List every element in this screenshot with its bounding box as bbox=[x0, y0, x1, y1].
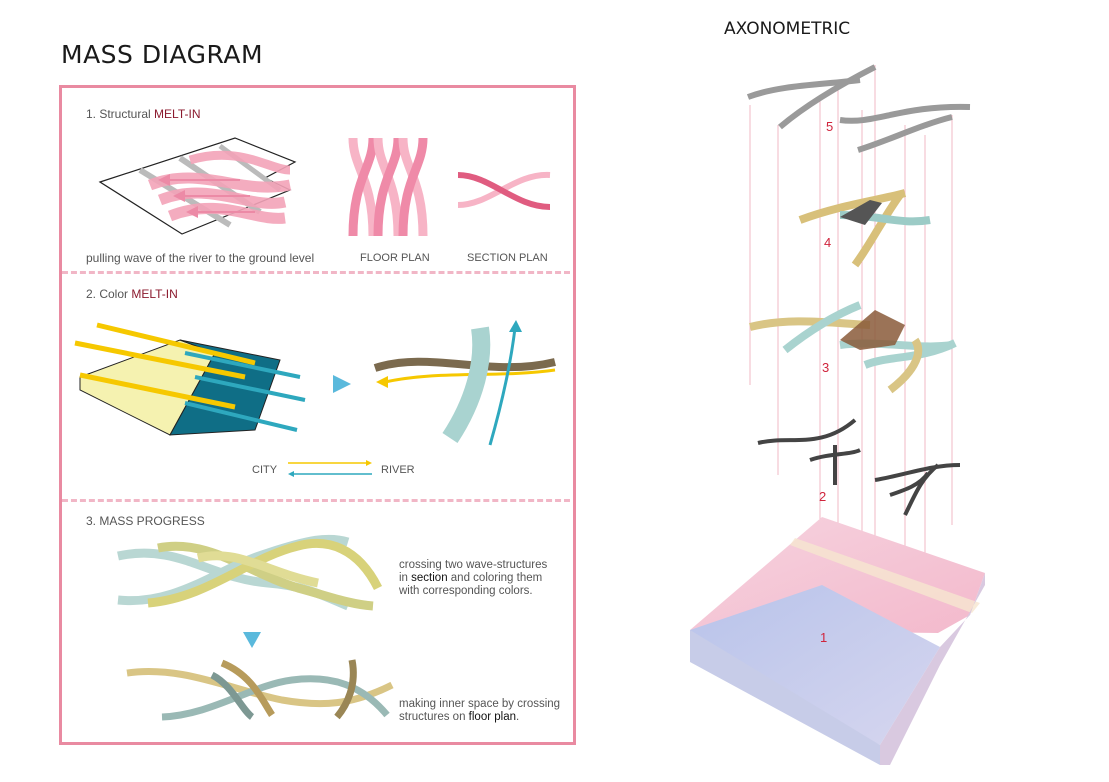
mass-progress-inner-space bbox=[126, 659, 394, 721]
legend-arrows bbox=[288, 460, 372, 477]
mass-progress-note-2: making inner space by crossing structure… bbox=[399, 698, 560, 724]
step2-highlight: MELT-IN bbox=[131, 287, 178, 301]
mass-diagram-frame bbox=[59, 85, 576, 745]
mass-diagram-title: MASS DIAGRAM bbox=[61, 40, 264, 69]
note1-pre: in bbox=[399, 572, 412, 584]
triangle-right-icon bbox=[333, 375, 351, 393]
structural-meltin-plane bbox=[98, 137, 297, 235]
step2-prefix: 2. Color bbox=[86, 287, 132, 301]
layer-label-2: 2 bbox=[819, 489, 827, 504]
mass-progress-note-1: crossing two wave-structures in section … bbox=[399, 559, 547, 598]
note2-line1: making inner space by crossing bbox=[399, 698, 561, 710]
section-plan-waves bbox=[457, 171, 551, 210]
step1-prefix: 1. Structural bbox=[86, 107, 155, 121]
layer-label-4: 4 bbox=[824, 235, 832, 250]
step3-heading: 3. MASS PROGRESS bbox=[86, 514, 205, 528]
color-meltin-plane bbox=[74, 322, 306, 436]
axonometric-drawing bbox=[690, 64, 985, 765]
layer-label-3: 3 bbox=[822, 360, 830, 375]
step1-heading: 1. Structural MELT-IN bbox=[86, 107, 200, 121]
color-ribbons bbox=[373, 320, 556, 446]
note2-highlight: floor plan bbox=[468, 711, 516, 723]
note1-highlight: section bbox=[411, 572, 448, 584]
step1-highlight: MELT-IN bbox=[154, 107, 201, 121]
layer-label-5: 5 bbox=[826, 119, 834, 134]
note1-line1: crossing two wave-structures bbox=[399, 559, 548, 571]
section-plan-label: SECTION PLAN bbox=[467, 252, 548, 264]
note2-pre: structures on bbox=[399, 711, 469, 723]
legend-river: RIVER bbox=[381, 464, 415, 476]
note2-post: . bbox=[515, 711, 520, 723]
floor-plan-waves bbox=[348, 137, 428, 237]
mass-progress-crossing bbox=[117, 534, 383, 611]
note2-line2: structures on floor plan. bbox=[399, 711, 560, 724]
section-divider bbox=[62, 499, 570, 502]
triangle-down-icon bbox=[243, 632, 261, 648]
legend-city: CITY bbox=[252, 464, 278, 476]
step1-caption: pulling wave of the river to the ground … bbox=[86, 251, 315, 265]
section-divider bbox=[62, 271, 570, 274]
note1-line2: in section and coloring them bbox=[399, 572, 547, 585]
axonometric-title: AXONOMETRIC bbox=[724, 19, 851, 39]
note1-post: and coloring them bbox=[447, 572, 543, 584]
note1-line3: with corresponding colors. bbox=[399, 585, 533, 597]
floor-plan-label: FLOOR PLAN bbox=[360, 252, 430, 264]
step2-heading: 2. Color MELT-IN bbox=[86, 287, 178, 301]
layer-label-1: 1 bbox=[820, 630, 828, 645]
